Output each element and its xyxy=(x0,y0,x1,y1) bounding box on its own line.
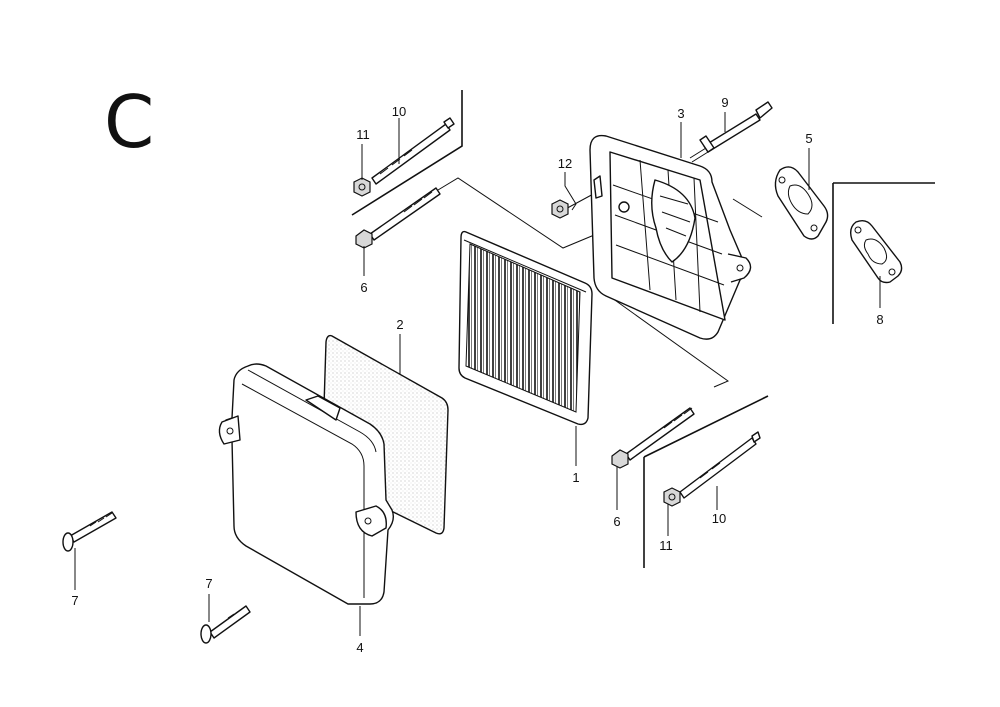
upper-nut-part-11 xyxy=(353,177,371,197)
leader-lines xyxy=(74,112,881,636)
callout-5: 5 xyxy=(805,131,812,146)
callout-12: 12 xyxy=(558,156,572,171)
callout-10-upper: 10 xyxy=(392,104,406,119)
rule-lower-right-top xyxy=(643,395,769,458)
callout-3: 3 xyxy=(677,106,684,121)
callout-7-left: 7 xyxy=(71,593,78,608)
callout-7-bottom: 7 xyxy=(205,576,212,591)
gasket-part-8 xyxy=(849,219,903,284)
stud-bolt-part-9 xyxy=(689,101,773,163)
air-cleaner-cover xyxy=(218,363,395,605)
rule-upper-left xyxy=(351,90,463,216)
upper-bolt-part-10 xyxy=(371,117,455,185)
callout-2: 2 xyxy=(396,317,403,332)
screw-part-7-left xyxy=(62,511,117,552)
callout-10-lower: 10 xyxy=(712,511,726,526)
section-letter: C xyxy=(104,80,155,164)
air-filter-element xyxy=(458,230,593,426)
air-cleaner-case xyxy=(589,134,752,340)
lower-bolt-part-10 xyxy=(679,431,761,499)
section-rules xyxy=(351,90,935,568)
callout-9: 9 xyxy=(721,95,728,110)
nut-part-12 xyxy=(551,199,569,219)
callout-4: 4 xyxy=(356,640,363,655)
lower-bolt-part-6 xyxy=(611,407,695,469)
callout-11-lower: 11 xyxy=(659,538,673,553)
callout-labels: 1 2 3 4 5 6 6 7 7 8 9 10 10 11 11 12 xyxy=(71,95,883,655)
callout-8: 8 xyxy=(876,312,883,327)
callout-11-upper: 11 xyxy=(356,127,370,142)
screw-part-7-bottom xyxy=(200,605,251,644)
upper-bolt-part-6 xyxy=(355,187,441,249)
gasket-part-5 xyxy=(774,166,829,240)
lower-nut-part-11 xyxy=(663,487,681,507)
callout-6-lower: 6 xyxy=(613,514,620,529)
callout-1: 1 xyxy=(572,470,579,485)
callout-6-upper: 6 xyxy=(360,280,367,295)
